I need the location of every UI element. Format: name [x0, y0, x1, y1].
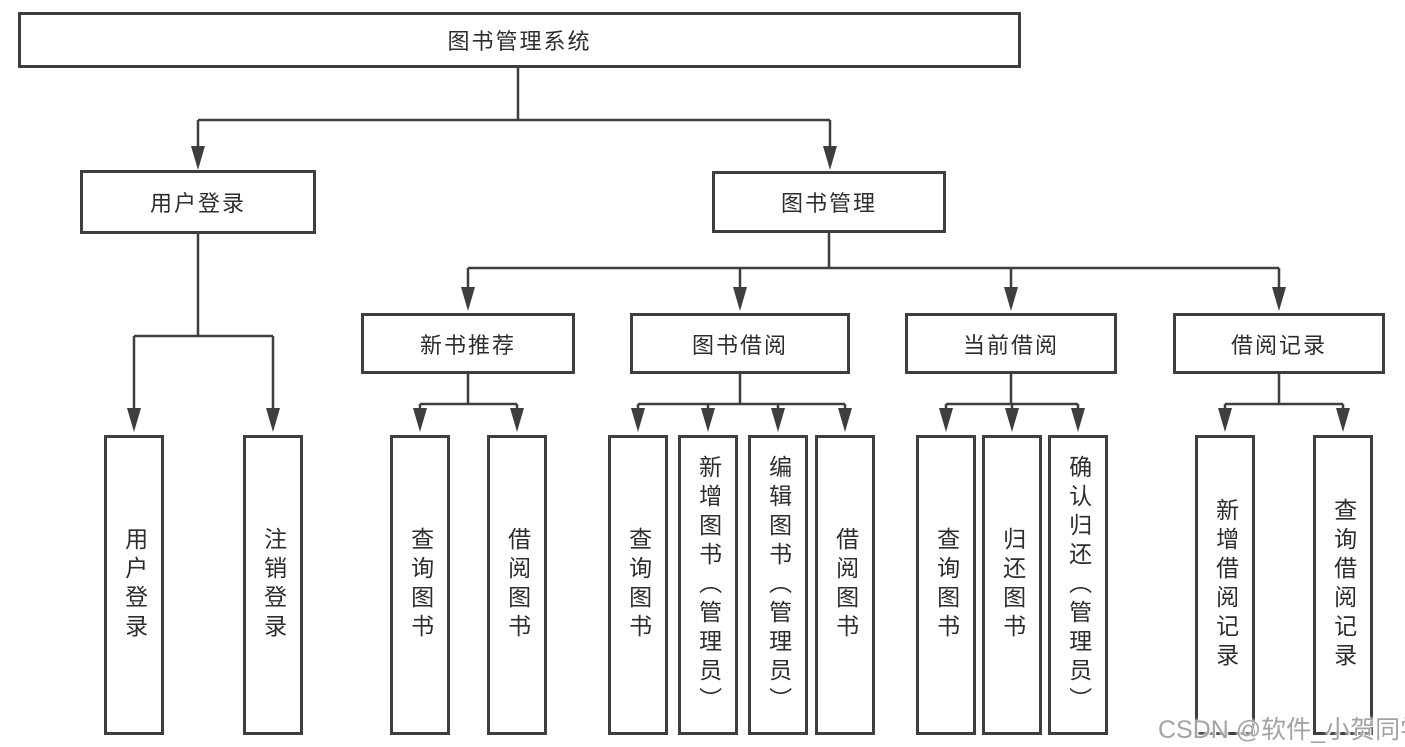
node-label: 编辑图书（管理员） [765, 454, 792, 716]
node-borrowing-records: 借阅记录 [1173, 313, 1385, 374]
leaf-borrow-books-borrowing: 借阅图书 [815, 435, 875, 735]
node-label: 借阅图书 [504, 527, 531, 643]
leaf-confirm-return-admin: 确认归还（管理员） [1048, 435, 1108, 735]
csdn-watermark: CSDN @软件_小贺同学 [1158, 716, 1405, 744]
node-label: 用户登录 [121, 527, 148, 643]
leaf-query-books-borrowing: 查询图书 [608, 435, 668, 735]
leaf-query-books-current: 查询图书 [916, 435, 976, 735]
leaf-add-book-admin: 新增图书（管理员） [678, 435, 738, 735]
node-label: 注销登录 [260, 527, 287, 643]
leaf-user-login: 用户登录 [104, 435, 164, 735]
node-book-management: 图书管理 [712, 171, 946, 233]
node-book-borrowing: 图书借阅 [630, 313, 850, 374]
leaf-query-books-recommend: 查询图书 [390, 435, 450, 735]
node-library-management-system: 图书管理系统 [18, 12, 1021, 68]
node-label: 归还图书 [999, 527, 1026, 643]
node-label: 确认归还（管理员） [1065, 454, 1092, 716]
node-label: 查询借阅记录 [1330, 498, 1357, 672]
node-label: 查询图书 [933, 527, 960, 643]
leaf-borrow-books-recommend: 借阅图书 [487, 435, 547, 735]
node-label: 图书借阅 [691, 332, 788, 358]
leaf-edit-book-admin: 编辑图书（管理员） [748, 435, 808, 735]
leaf-return-books: 归还图书 [982, 435, 1042, 735]
node-label: 查询图书 [625, 527, 652, 643]
node-label: 新增图书（管理员） [695, 454, 722, 716]
node-label: 查询图书 [407, 527, 434, 643]
node-label: 用户登录 [149, 191, 246, 216]
node-label: 借阅图书 [832, 527, 859, 643]
node-label: 新书推荐 [419, 332, 516, 358]
node-user-login: 用户登录 [80, 170, 316, 234]
leaf-add-borrow-record: 新增借阅记录 [1195, 435, 1255, 735]
node-label: 借阅记录 [1230, 332, 1327, 358]
node-label: 图书管理系统 [447, 29, 592, 54]
node-current-borrowing: 当前借阅 [905, 313, 1117, 374]
leaf-query-borrow-record: 查询借阅记录 [1313, 435, 1373, 735]
arrowheads [127, 146, 1350, 432]
node-label: 新增借阅记录 [1212, 498, 1239, 672]
leaf-logout-login: 注销登录 [243, 435, 303, 735]
node-label: 图书管理 [780, 191, 877, 216]
node-label: 当前借阅 [962, 332, 1059, 358]
node-new-book-recommendation: 新书推荐 [361, 313, 575, 374]
